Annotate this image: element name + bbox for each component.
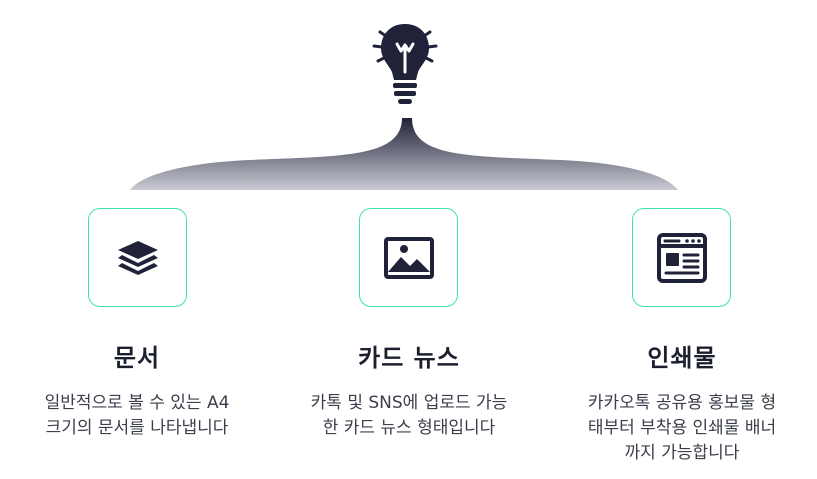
desc-card-news: 카톡 및 SNS에 업로드 가능 한 카드 뉴스 형태입니다	[310, 393, 508, 438]
image-icon	[383, 236, 434, 279]
card-document	[88, 208, 187, 307]
card-card-news	[359, 208, 458, 307]
desc-document: 일반적으로 볼 수 있는 A4 크기의 문서를 나타냅니다	[44, 393, 230, 438]
lightbulb-icon	[372, 24, 438, 104]
layers-icon	[117, 240, 158, 275]
card-print	[632, 208, 731, 307]
title-document: 문서	[113, 344, 161, 372]
browser-window-icon	[656, 232, 707, 283]
title-print: 인쇄물	[647, 344, 717, 372]
desc-print: 카카오톡 공유용 홍보물 형 태부터 부착용 인쇄물 배너 까지 가능합니다	[587, 393, 777, 463]
title-card-news: 카드 뉴스	[358, 344, 460, 372]
branch-connector	[130, 118, 678, 190]
